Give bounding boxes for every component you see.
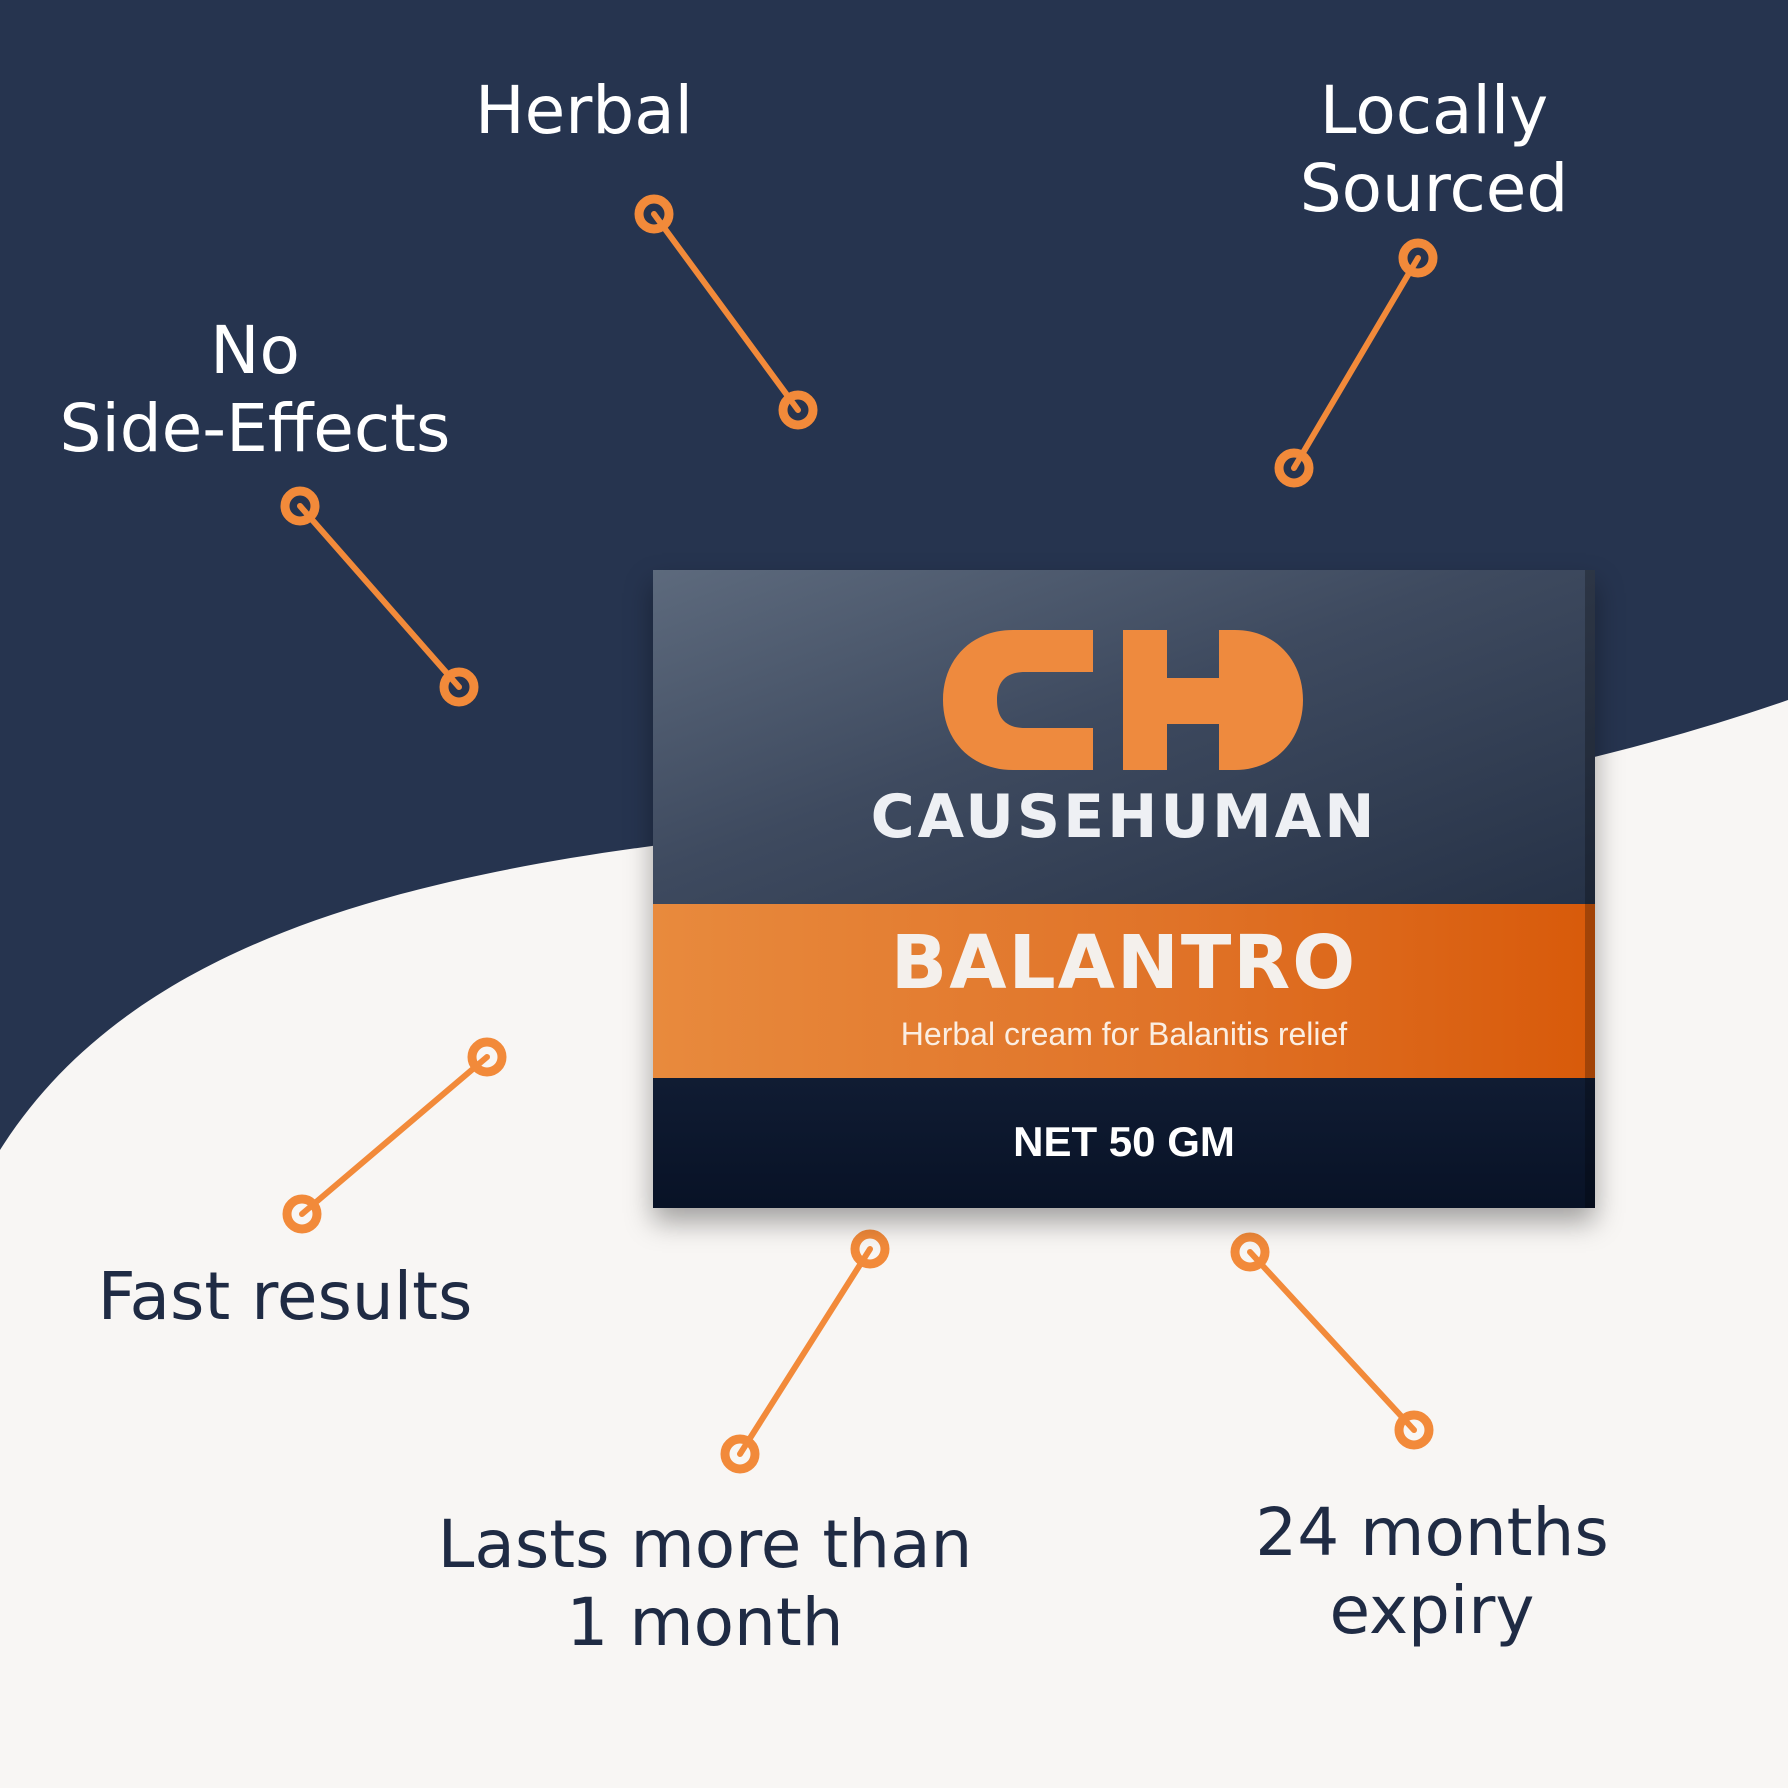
feature-no-side-effects-line-2: Side-Effects [59, 390, 451, 467]
feature-fast-results: Fast results [60, 1258, 510, 1336]
connector-locally-sourced-icon [1274, 238, 1438, 488]
product-box-bottom-panel [653, 1078, 1595, 1208]
product-box-side-edge [1585, 570, 1595, 1208]
product-box: CAUSEHUMAN BALANTRO Herbal cream for Bal… [653, 570, 1595, 1208]
connector-fast-results-icon [282, 1037, 507, 1234]
feature-locally-sourced: Locally Sourced [1244, 72, 1624, 228]
feature-locally-sourced-line-1: Locally [1319, 72, 1549, 149]
feature-herbal: Herbal [444, 72, 724, 150]
product-tagline: Herbal cream for Balanitis relief [900, 1016, 1348, 1052]
feature-no-side-effects-line-1: No [210, 312, 300, 389]
feature-lasts-more-line-1: Lasts more than [437, 1506, 973, 1583]
feature-expiry: 24 months expiry [1222, 1494, 1642, 1650]
connector-no-side-effects-icon [280, 486, 479, 707]
feature-expiry-line-2: expiry [1329, 1572, 1535, 1649]
feature-lasts-more: Lasts more than 1 month [400, 1506, 1010, 1662]
feature-fast-results-line-1: Fast results [97, 1258, 473, 1335]
product-box-orange-band [653, 904, 1595, 1078]
ch-logo-icon [943, 630, 1303, 770]
feature-lasts-more-line-2: 1 month [566, 1584, 844, 1661]
product-name: BALANTRO [890, 920, 1358, 1006]
feature-expiry-line-1: 24 months [1255, 1494, 1609, 1571]
feature-locally-sourced-line-2: Sourced [1299, 150, 1569, 227]
connector-herbal-icon [634, 194, 818, 430]
feature-herbal-line-1: Herbal [474, 72, 694, 149]
connector-lasts-icon [720, 1229, 890, 1474]
feature-no-side-effects: No Side-Effects [20, 312, 490, 468]
connector-expiry-icon [1230, 1232, 1434, 1450]
net-weight: NET 50 GM [1013, 1118, 1235, 1165]
brand-name: CAUSEHUMAN [870, 782, 1378, 852]
